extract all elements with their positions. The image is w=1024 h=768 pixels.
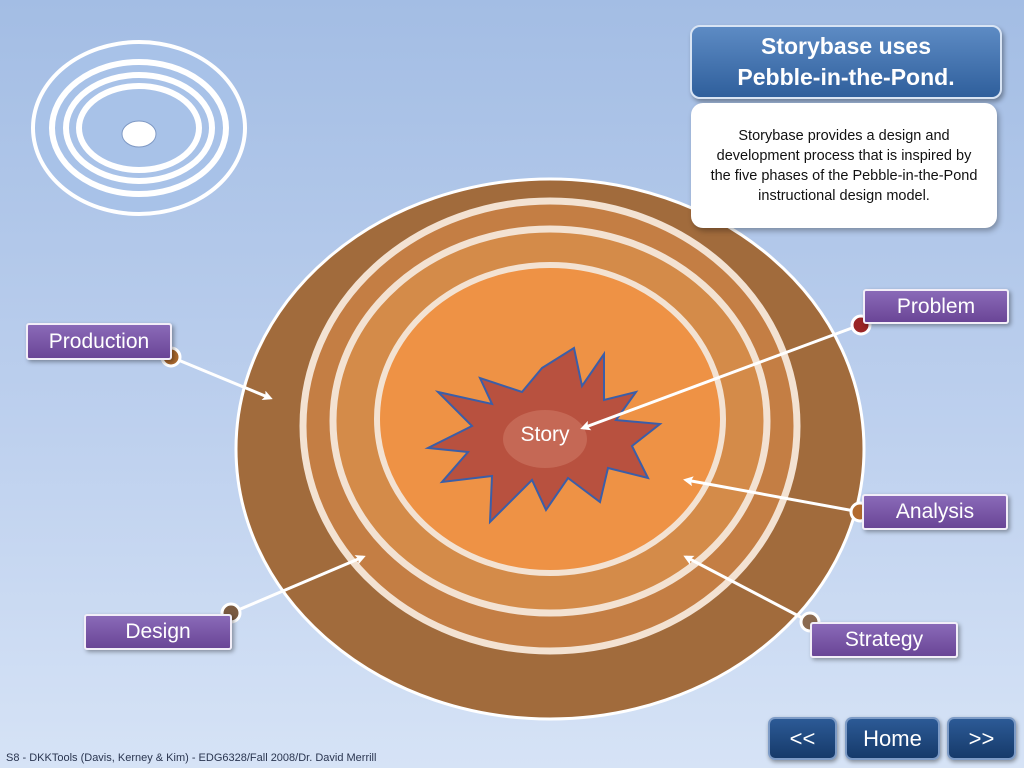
arrow-strategy <box>683 555 811 624</box>
arrow-analysis <box>683 476 861 514</box>
connector-arrows <box>170 323 861 624</box>
pond-logo-icon <box>31 40 247 216</box>
page-title-line1: Storybase uses <box>760 33 932 59</box>
home-button[interactable]: Home <box>845 717 940 760</box>
page-title: Storybase uses Pebble-in-the-Pond. <box>690 25 1002 99</box>
prev-button[interactable]: << <box>768 717 837 760</box>
arrow-design <box>230 555 366 615</box>
footer-credits: S8 - DKKTools (Davis, Kerney & Kim) - ED… <box>6 752 377 764</box>
story-label: Story <box>520 423 570 446</box>
description-text: Storybase provides a design and developm… <box>710 127 978 204</box>
phase-label-production: Production <box>26 323 172 360</box>
phase-label-problem: Problem <box>863 289 1009 324</box>
phase-label-strategy: Strategy <box>810 622 958 658</box>
phase-label-analysis: Analysis <box>862 494 1008 530</box>
page-title-line2: Pebble-in-the-Pond. <box>737 64 955 90</box>
arrow-production <box>170 355 273 400</box>
arrow-problem <box>580 323 861 431</box>
next-button[interactable]: >> <box>947 717 1016 760</box>
description-box: Storybase provides a design and developm… <box>691 103 997 228</box>
phase-label-design: Design <box>84 614 232 650</box>
story-center <box>503 410 587 468</box>
